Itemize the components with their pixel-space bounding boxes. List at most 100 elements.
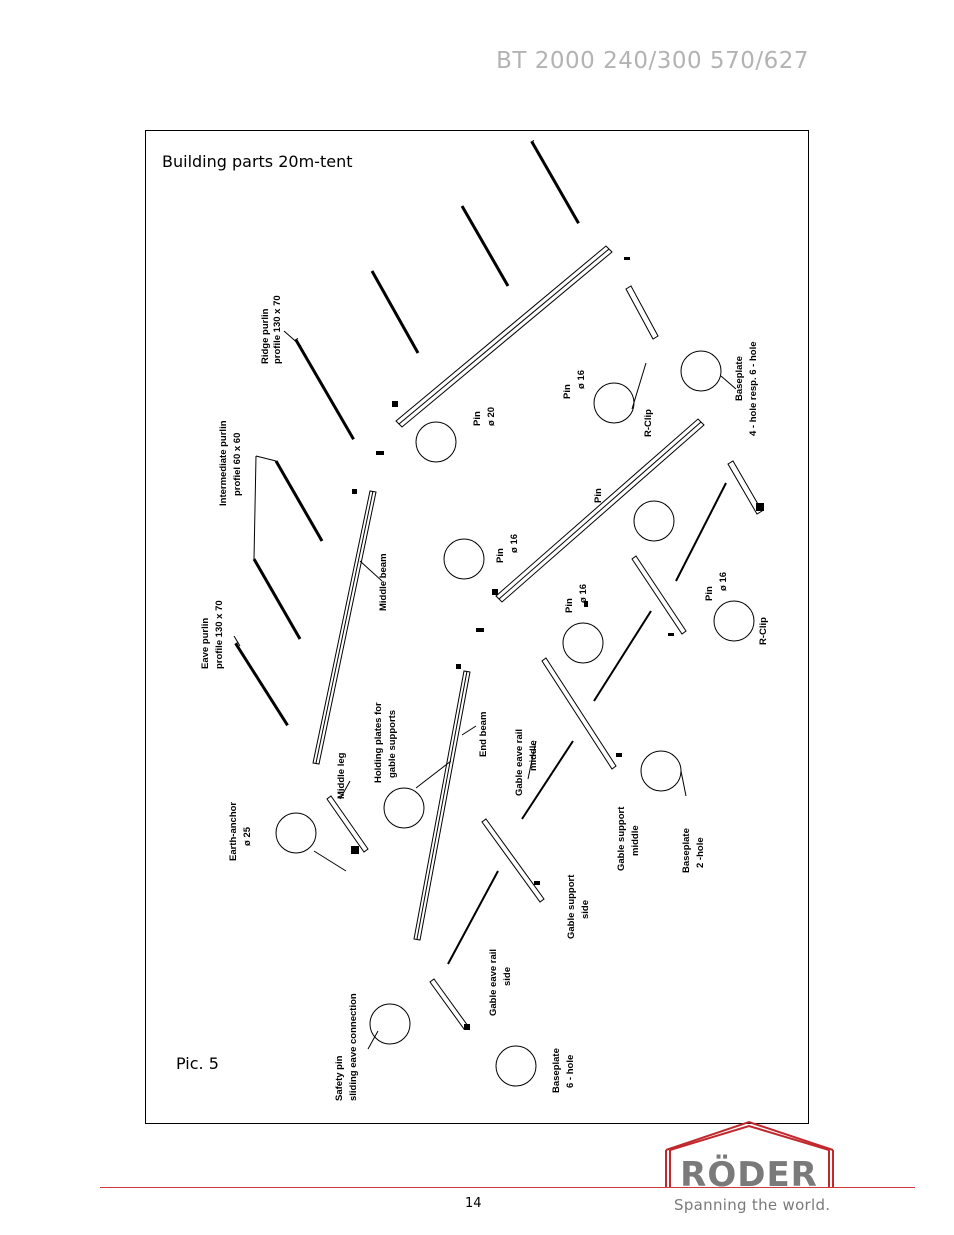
gable-support-side bbox=[481, 818, 545, 903]
gable-eave-rail-side-sub: side bbox=[502, 967, 513, 986]
upper-beam bbox=[395, 245, 613, 428]
pin-16-d-label: Pin bbox=[704, 586, 715, 601]
purlin-top-3 bbox=[370, 270, 420, 354]
callout-baseplate-4: Baseplate 4 - hole resp. 6 - hole bbox=[734, 342, 759, 437]
r-clip-b-label: R-Clip bbox=[758, 617, 769, 645]
pin-16-c-label: Pin bbox=[564, 598, 575, 613]
ridge-purlin bbox=[294, 337, 357, 441]
pin-16-d-size: ø 16 bbox=[718, 572, 729, 591]
page-number: 14 bbox=[465, 1196, 482, 1211]
callout-middle-leg: Middle leg bbox=[336, 752, 347, 799]
lower-right-beam bbox=[495, 418, 705, 603]
bottom-leg bbox=[429, 978, 469, 1030]
detail-circle-pin-16-c bbox=[713, 600, 755, 642]
roder-logo: RÖDER bbox=[665, 1120, 834, 1190]
middle-beam-label: Middle beam bbox=[378, 553, 389, 611]
gable-support-middle-sub: middle bbox=[630, 825, 641, 856]
gable-eave-rail-side-label: Gable eave rail bbox=[488, 949, 499, 1016]
baseplate-2-sub: 2 -hole bbox=[695, 837, 706, 868]
right-post-1 bbox=[625, 285, 659, 340]
detail-circle-pin-16-b bbox=[562, 622, 604, 664]
intermediate-purlin-2 bbox=[252, 558, 302, 640]
callout-gable-support-side: Gable support side bbox=[566, 874, 591, 939]
pin-20-label: Pin bbox=[472, 411, 483, 426]
callout-intermediate-purlin: Intermediate purlin profiel 60 x 60 bbox=[218, 420, 243, 506]
figure-frame: Building parts 20m-tent bbox=[145, 130, 809, 1124]
gable-support-side-label: Gable support bbox=[566, 874, 577, 939]
intermediate-purlin-label: Intermediate purlin bbox=[218, 420, 229, 506]
baseplate-4-label: Baseplate bbox=[734, 356, 745, 401]
callout-ridge-purlin: Ridge purlin profile 130 x 70 bbox=[260, 295, 283, 364]
middle-leg bbox=[326, 795, 369, 853]
callout-end-beam: End beam bbox=[478, 712, 489, 757]
ridge-purlin-label: Ridge purlin bbox=[260, 308, 271, 364]
callout-middle-beam: Middle beam bbox=[378, 553, 389, 611]
safety-pin-sub: sliding eave connection bbox=[348, 993, 359, 1101]
gable-eave-rail-side bbox=[447, 870, 499, 965]
gable-support-middle bbox=[541, 657, 617, 770]
right-post-2 bbox=[727, 460, 763, 515]
callout-pin-20: Pin ø 20 bbox=[472, 407, 497, 426]
callout-holding-plates: Holding plates for gable supports bbox=[373, 702, 398, 783]
callout-earth-anchor: Earth-anchor ø 25 bbox=[228, 802, 253, 861]
ridge-purlin-profile: profile 130 x 70 bbox=[272, 295, 283, 364]
pin-16-b-label: Pin bbox=[562, 384, 573, 399]
baseplate-2-label: Baseplate bbox=[681, 828, 692, 873]
pin-16-a-size: ø 16 bbox=[509, 534, 520, 553]
gable-support-right bbox=[631, 555, 687, 635]
detail-circle-pin-16-a bbox=[443, 538, 485, 580]
detail-circle-baseplate-6 bbox=[495, 1045, 537, 1087]
eave-purlin-profile: profile 130 x 70 bbox=[214, 600, 225, 669]
eave-purlin bbox=[234, 641, 291, 727]
pin-16-c-size: ø 16 bbox=[578, 584, 589, 603]
detail-circle-baseplate-2 bbox=[640, 750, 682, 792]
holding-plates-sub: gable supports bbox=[387, 710, 398, 778]
gable-eave-rail-middle bbox=[521, 740, 574, 820]
detail-circle-pin-r-clip bbox=[593, 382, 635, 424]
callout-baseplate-2: Baseplate 2 -hole bbox=[681, 828, 706, 873]
end-beam-label: End beam bbox=[478, 712, 489, 757]
detail-circle-pin-20 bbox=[415, 421, 457, 463]
intermediate-purlin-1 bbox=[274, 460, 324, 542]
gable-eave-rail-middle-sub: middle bbox=[528, 740, 539, 771]
callout-gable-support-middle: Gable support middle bbox=[616, 806, 641, 871]
purlin-top-1 bbox=[530, 140, 582, 224]
earth-anchor-size: ø 25 bbox=[242, 826, 253, 846]
middle-beam bbox=[312, 490, 377, 765]
holding-plates-label: Holding plates for bbox=[373, 702, 384, 783]
detail-circle-pin bbox=[633, 500, 675, 542]
figure-caption: Pic. 5 bbox=[176, 1054, 219, 1073]
earth-anchor-label: Earth-anchor bbox=[228, 802, 239, 861]
baseplate-6-sub: 6 - hole bbox=[565, 1055, 576, 1088]
r-clip-a-label: R-Clip bbox=[643, 409, 654, 437]
pin-16-b-size: ø 16 bbox=[576, 370, 587, 389]
gable-support-middle-label: Gable support bbox=[616, 806, 627, 871]
detail-circle-earth-anchor bbox=[275, 812, 317, 854]
brand-wordmark: RÖDER bbox=[680, 1154, 818, 1190]
callout-baseplate-6: Baseplate 6 - hole bbox=[551, 1048, 576, 1093]
footer-rule bbox=[100, 1187, 915, 1188]
end-beam bbox=[413, 670, 471, 941]
gable-support-side-sub: side bbox=[580, 900, 591, 919]
detail-circle-baseplate-4 bbox=[680, 350, 722, 392]
middle-leg-label: Middle leg bbox=[336, 752, 347, 799]
callout-r-clip-a: R-Clip bbox=[643, 409, 654, 437]
gable-rail-center bbox=[593, 610, 652, 702]
callout-safety-pin: Safety pin sliding eave connection bbox=[334, 993, 359, 1101]
callout-pin-plain: Pin bbox=[593, 488, 604, 503]
callout-pin-16-d: Pin ø 16 bbox=[704, 572, 729, 601]
callout-gable-eave-rail-middle: Gable eave rail middle bbox=[514, 729, 539, 796]
figure-title: Building parts 20m-tent bbox=[162, 152, 353, 171]
detail-circle-holding-plates bbox=[383, 787, 425, 829]
gable-eave-rail-middle-label: Gable eave rail bbox=[514, 729, 525, 796]
document-title: BT 2000 240/300 570/627 bbox=[496, 48, 809, 74]
purlin-top-2 bbox=[460, 205, 510, 287]
pin-plain-label: Pin bbox=[593, 488, 604, 503]
callout-eave-purlin: Eave purlin profile 130 x 70 bbox=[200, 600, 225, 669]
intermediate-purlin-profile: profiel 60 x 60 bbox=[232, 433, 243, 496]
brand-tagline: Spanning the world. bbox=[674, 1196, 831, 1214]
baseplate-4-sub: 4 - hole resp. 6 - hole bbox=[748, 342, 759, 437]
baseplate-6-label: Baseplate bbox=[551, 1048, 562, 1093]
callout-pin-16-b: Pin ø 16 bbox=[562, 370, 587, 399]
callout-r-clip-b: R-Clip bbox=[758, 617, 769, 645]
